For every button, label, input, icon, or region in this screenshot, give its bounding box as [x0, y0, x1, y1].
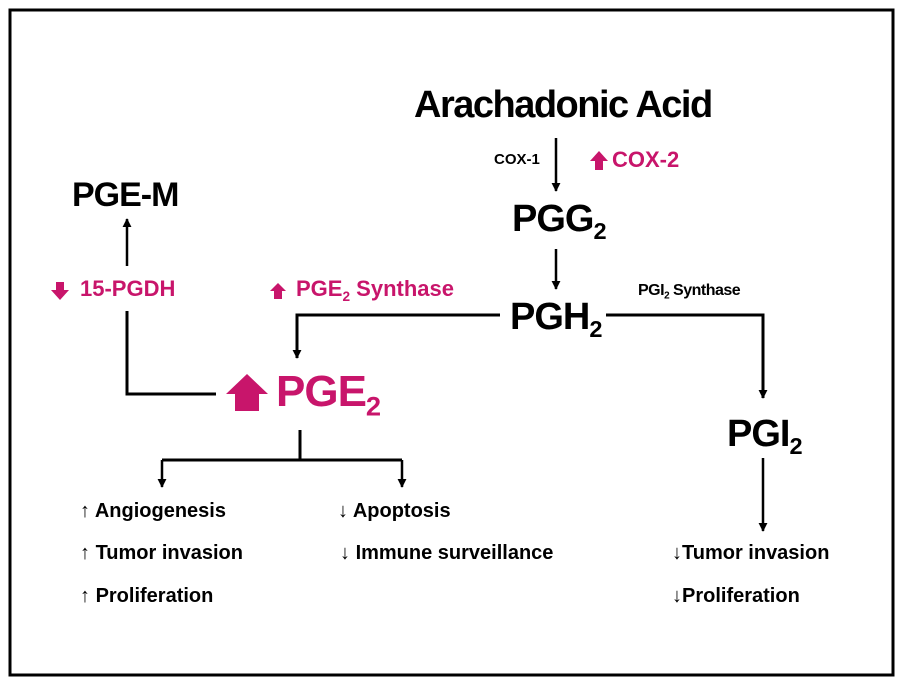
- pge2-synthase-label: PGE2 Synthase: [296, 276, 454, 304]
- pgi2-synthase-label: PGI2 Synthase: [638, 282, 741, 302]
- arachidonic-acid-label: Arachadonic Acid: [414, 84, 713, 126]
- cox1-label: COX-1: [494, 151, 540, 168]
- pgh2-label: PGH2: [510, 296, 602, 343]
- pge-m-label: PGE-M: [72, 176, 179, 214]
- effect-item: ↓ Apoptosis: [338, 500, 451, 522]
- pgi2-label: PGI2: [727, 413, 803, 460]
- effect-item: ↓ Immune surveillance: [340, 542, 554, 564]
- line-pge-to-pgdh: [125, 311, 216, 396]
- pgg2-label: PGG2: [512, 198, 607, 245]
- pge2-label: PGE2: [276, 367, 381, 422]
- up-block-arrow-icon: [270, 283, 286, 299]
- frame-border: [8, 8, 895, 677]
- arrow-pgh-to-pgi: [606, 313, 768, 399]
- cox2-label: COX-2: [612, 147, 680, 172]
- effect-item: ↓Tumor invasion: [672, 542, 830, 564]
- effect-item: ↓Proliferation: [672, 585, 800, 607]
- effect-item: ↑ Tumor invasion: [80, 542, 243, 564]
- pgdh-label: 15-PGDH: [80, 276, 176, 301]
- down-block-arrow-icon: [51, 282, 69, 300]
- up-block-arrow-icon: [590, 151, 608, 170]
- arrow-pgh-to-pge: [292, 313, 500, 359]
- up-block-arrow-icon: [226, 374, 268, 411]
- effect-item: ↑ Proliferation: [80, 585, 214, 607]
- effect-item: ↑ Angiogenesis: [80, 500, 226, 522]
